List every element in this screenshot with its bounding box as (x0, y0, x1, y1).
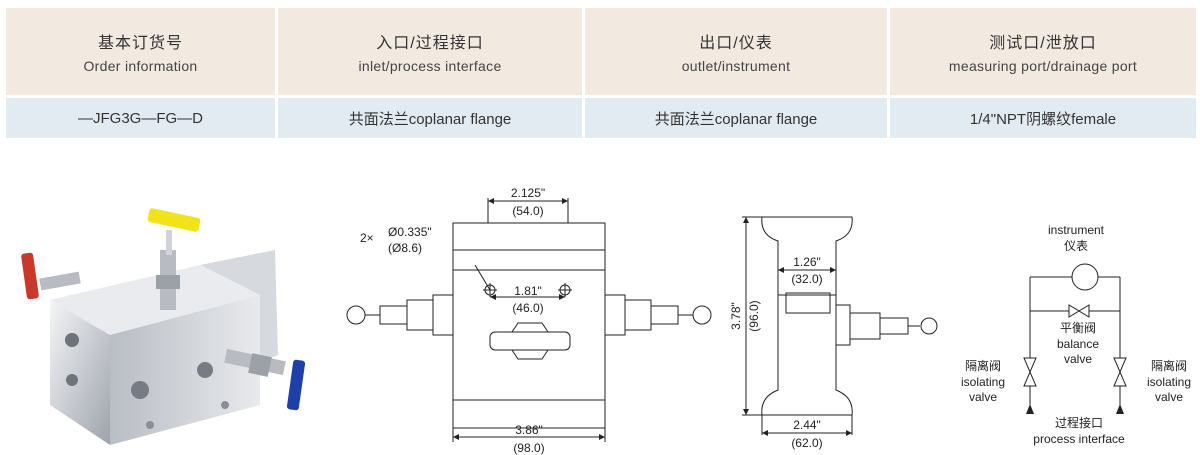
label-balance-zh: 平衡阀 (1060, 321, 1096, 335)
dim-body-width: 3.86" (515, 423, 543, 437)
front-view-drawing: 2.125" (54.0) 2× Ø0.335" (Ø8.6) 1.81" (4… (346, 186, 712, 455)
label-process-zh: 过程接口 (1055, 415, 1103, 430)
header-zh: 基本订货号 (97, 35, 183, 52)
header-en: outlet/instrument (681, 58, 791, 74)
front-body-outline (452, 222, 606, 429)
label-iso-right-en2: valve (1155, 390, 1183, 404)
dim-hole-dia-mm: (Ø8.6) (388, 241, 422, 255)
cell-text: 1/4"NPT阴螺纹female (969, 110, 1117, 128)
label-iso-left-en1: isolating (961, 375, 1005, 389)
bolt-hole (146, 421, 154, 429)
valve-stem-left (39, 271, 81, 291)
header-measuring-port: 测试口/泄放口 measuring port/drainage port (890, 8, 1196, 95)
cell-text: 共面法兰coplanar flange (654, 110, 818, 128)
process-arrow (1026, 404, 1034, 414)
side-profile-outline (761, 216, 853, 416)
label-iso-right-zh: 隔离阀 (1151, 358, 1187, 373)
header-zh: 出口/仪表 (699, 35, 773, 52)
dim-hole-spacing: 1.81" (514, 284, 542, 298)
label-iso-left-zh: 隔离阀 (965, 358, 1001, 373)
port-hole (66, 374, 78, 386)
flange-plate (200, 250, 278, 363)
header-zh: 测试口/泄放口 (989, 35, 1097, 52)
valve-nut (248, 353, 272, 377)
label-instrument-zh: 仪表 (1064, 239, 1088, 253)
dim-neck-width: 1.26" (793, 255, 821, 269)
valve-schematic: instrument 仪表 平衡阀 balance valve 隔离阀 isol… (961, 223, 1191, 446)
header-en: measuring port/drainage port (948, 58, 1138, 74)
dim-hole-spacing-mm: (46.0) (512, 301, 543, 315)
isolating-valve-right-symbol (1113, 357, 1127, 374)
red-handle (21, 252, 39, 300)
value-inlet: 共面法兰coplanar flange (278, 98, 585, 138)
label-process-en: process interface (1033, 432, 1125, 446)
port-hole (197, 362, 213, 378)
value-outlet: 共面法兰coplanar flange (585, 98, 890, 138)
port-hole (65, 333, 79, 347)
side-view-drawing: 1.26" (32.0) 3.78" (96.0) 2.44" (62.0) (729, 216, 938, 450)
label-iso-left-en2: valve (969, 390, 997, 404)
balance-valve-symbol (1068, 304, 1080, 318)
header-inlet: 入口/过程接口 inlet/process interface (278, 8, 585, 95)
yellow-handle (147, 208, 201, 232)
bolt-hole (221, 401, 229, 409)
label-instrument-en: instrument (1048, 223, 1105, 237)
label-balance-en2: valve (1064, 352, 1092, 366)
header-outlet: 出口/仪表 outlet/instrument (585, 8, 890, 95)
header-order-info: 基本订货号 Order information (6, 8, 278, 95)
valve-nut (156, 275, 180, 289)
value-order-code: —JFG3G—FG—D (6, 98, 278, 138)
label-balance-en1: balance (1057, 337, 1099, 351)
instrument-gauge-symbol (1071, 263, 1099, 291)
table-value-row: —JFG3G—FG—D 共面法兰coplanar flange 共面法兰copl… (6, 95, 1196, 138)
cell-text: —JFG3G—FG—D (77, 109, 203, 127)
block-left-face (50, 300, 110, 445)
cell-text: 共面法兰coplanar flange (348, 110, 512, 128)
header-zh: 入口/过程接口 (376, 35, 484, 52)
value-measuring-port: 1/4"NPT阴螺纹female (890, 98, 1196, 138)
dim-height: 3.78" (729, 302, 743, 330)
dim-hole-count: 2× (360, 231, 374, 245)
dim-base-width: 2.44" (793, 418, 821, 432)
process-arrow (1116, 404, 1124, 414)
header-en: inlet/process interface (358, 58, 502, 74)
block-top-face (50, 265, 260, 335)
header-en: Order information (83, 58, 198, 74)
valve-manifold-illustration (21, 208, 306, 445)
valve-spindle (166, 230, 172, 255)
port-hole (131, 381, 149, 399)
order-spec-table: 基本订货号 Order information 入口/过程接口 inlet/pr… (6, 8, 1196, 138)
dim-body-width-mm: (98.0) (513, 441, 544, 455)
dim-height-mm: (96.0) (747, 300, 761, 331)
label-iso-right-en1: isolating (1147, 375, 1191, 389)
dim-neck-width-mm: (32.0) (791, 272, 822, 286)
table-header-row: 基本订货号 Order information 入口/过程接口 inlet/pr… (6, 8, 1196, 95)
isolating-valve-left-symbol (1023, 357, 1037, 374)
dim-base-width-mm: (62.0) (791, 436, 822, 450)
blue-handle (286, 359, 306, 411)
dim-top-width-mm: (54.0) (512, 204, 543, 218)
dim-top-width: 2.125" (511, 186, 545, 200)
dim-hole-dia: Ø0.335" (388, 225, 432, 239)
